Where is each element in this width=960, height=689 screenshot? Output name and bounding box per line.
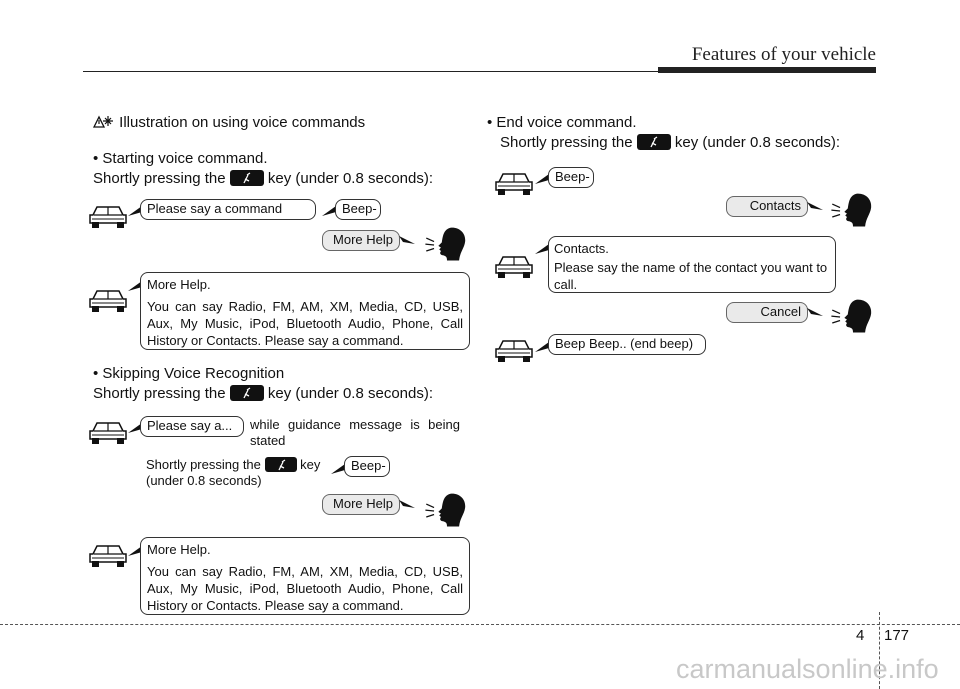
instruction-prefix: Shortly pressing the <box>93 385 226 402</box>
illustration-heading: Illustration on using voice commands <box>92 114 366 131</box>
section-title-skipping: • Skipping Voice Recognition <box>93 365 285 382</box>
voice-recognition-key-icon <box>229 170 264 186</box>
beep-bubble: Beep- <box>344 456 390 477</box>
instruction-suffix: key (under 0.8 seconds): <box>267 385 434 402</box>
system-response-bubble: More Help. You can say Radio, FM, AM, XM… <box>140 272 470 350</box>
instruction-suffix: key (under 0.8 seconds): <box>674 134 841 151</box>
skip-duration: (under 0.8 seconds) <box>146 473 262 488</box>
speech-tail-icon <box>807 202 823 212</box>
instruction-prefix: Shortly pressing the <box>93 170 226 187</box>
car-icon <box>88 204 128 230</box>
response-title: More Help. <box>147 277 211 292</box>
voice-recognition-key-icon <box>229 385 264 401</box>
speech-tail-icon <box>535 174 549 184</box>
section-title-ending: • End voice command. <box>487 114 637 131</box>
header-rule <box>83 71 875 72</box>
car-icon <box>88 288 128 314</box>
user-speech-bubble: More Help <box>322 494 400 515</box>
system-prompt-bubble: Please say a... <box>140 416 244 437</box>
key-instruction-ending: Shortly pressing the key (under 0.8 seco… <box>500 134 840 151</box>
response-body: Please say the name of the contact you w… <box>554 260 828 292</box>
response-title: Contacts. <box>554 241 609 256</box>
watermark: carmanualsonline.info <box>676 654 939 684</box>
page-number: 177 <box>884 627 910 644</box>
key-instruction-starting: Shortly pressing the key (under 0.8 seco… <box>93 170 433 187</box>
user-speech-bubble: Contacts <box>726 196 808 217</box>
speech-tail-icon <box>535 342 549 352</box>
system-response-bubble: Contacts. Please say the name of the con… <box>548 236 836 293</box>
beep-bubble: Beep- <box>548 167 594 188</box>
speaking-head-icon <box>424 492 470 530</box>
section-title-starting: • Starting voice command. <box>93 150 268 167</box>
response-body: You can say Radio, FM, AM, XM, Media, CD… <box>147 299 463 348</box>
speech-tail-icon <box>399 236 415 246</box>
instruction-suffix: key (under 0.8 seconds): <box>267 170 434 187</box>
guidance-note: while guidance message is being stated <box>250 417 460 448</box>
skip-instruction-key: key <box>300 457 321 472</box>
speech-tail-icon <box>399 500 415 510</box>
car-icon <box>88 543 128 569</box>
car-icon <box>88 420 128 446</box>
response-title: More Help. <box>147 542 211 557</box>
system-prompt-bubble: Please say a command <box>140 199 316 220</box>
speech-tail-icon <box>331 464 345 474</box>
speech-tail-icon <box>807 308 823 318</box>
warning-info-icon <box>92 115 113 128</box>
chapter-number: 4 <box>856 627 865 644</box>
voice-recognition-key-icon <box>264 457 297 472</box>
illustration-heading-text: Illustration on using voice commands <box>119 114 366 131</box>
response-body: You can say Radio, FM, AM, XM, Media, CD… <box>147 564 463 613</box>
user-speech-bubble: Cancel <box>726 302 808 323</box>
beep-bubble: Beep- <box>335 199 381 220</box>
key-instruction-skipping: Shortly pressing the key (under 0.8 seco… <box>93 385 433 402</box>
system-response-bubble: More Help. You can say Radio, FM, AM, XM… <box>140 537 470 615</box>
speaking-head-icon <box>424 226 470 264</box>
speech-tail-icon <box>322 206 336 216</box>
car-icon <box>494 254 534 280</box>
instruction-prefix: Shortly pressing the <box>500 134 633 151</box>
speaking-head-icon <box>830 298 876 336</box>
page-header-title: Features of your vehicle <box>691 44 876 65</box>
header-rule-accent <box>658 67 876 73</box>
user-speech-bubble: More Help <box>322 230 400 251</box>
page-number-separator <box>879 612 881 689</box>
voice-recognition-key-icon <box>636 134 671 150</box>
car-icon <box>494 338 534 364</box>
skip-instruction: Shortly pressing the key <box>146 457 320 473</box>
speaking-head-icon <box>830 192 876 230</box>
skip-instruction-text: Shortly pressing the <box>146 457 261 472</box>
car-icon <box>494 171 534 197</box>
speech-tail-icon <box>535 244 549 254</box>
footer-rule <box>0 624 960 625</box>
end-beep-bubble: Beep Beep.. (end beep) <box>548 334 706 355</box>
